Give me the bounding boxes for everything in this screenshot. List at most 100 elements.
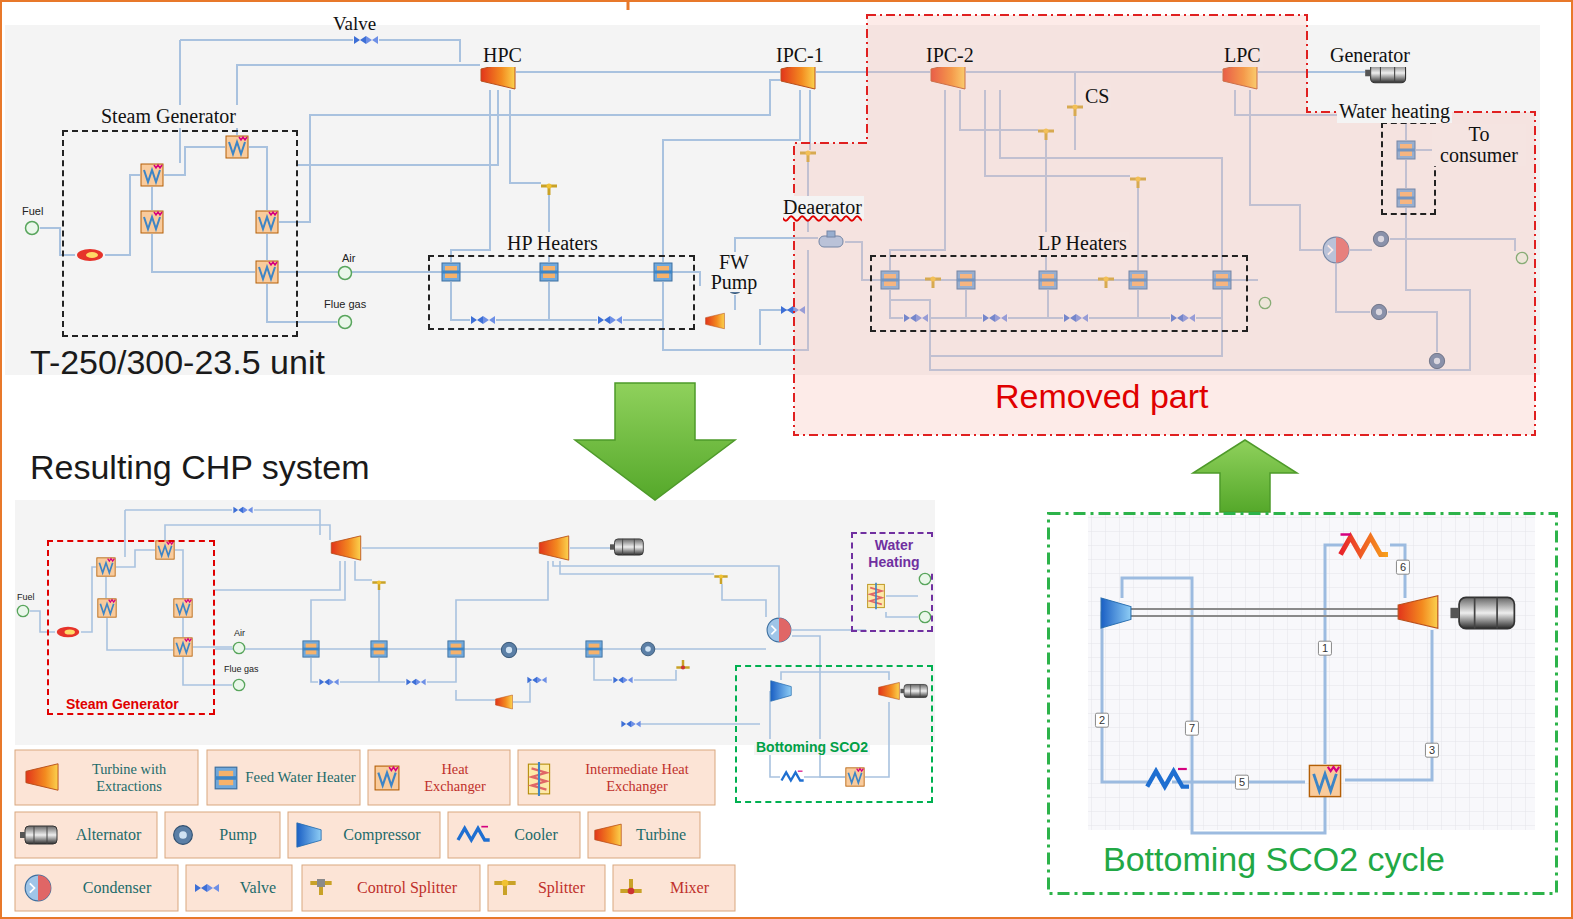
pipe [792, 596, 918, 630]
pipe [105, 175, 140, 255]
equipment-icon [613, 677, 632, 683]
equipment-icon [26, 222, 39, 235]
pipe [770, 691, 889, 777]
group-title: Steam Generator [99, 105, 238, 128]
legend-label: Condenser [58, 865, 176, 911]
pipe [362, 547, 610, 549]
equipment-icon [98, 599, 116, 617]
legend-label: Compressor [326, 812, 438, 858]
equipment-icon [339, 267, 352, 280]
equipment-icon [156, 541, 174, 559]
pipe [456, 561, 766, 640]
equipment-icon [919, 611, 930, 622]
equipment-icon [97, 558, 115, 576]
group-title: Water Heating [855, 537, 933, 571]
pipe [179, 40, 181, 163]
equipment-icon [706, 313, 725, 329]
legend-icon [375, 766, 399, 790]
legend-icon [528, 762, 549, 796]
pipe [279, 80, 780, 222]
equipment-icon [141, 211, 163, 233]
group-box: Bottoming SCO2 [735, 665, 933, 803]
equipment-icon [226, 136, 248, 158]
port-name: Air [340, 252, 357, 265]
legend-box [302, 865, 480, 911]
part-name: IPC-2 [924, 44, 976, 67]
equipment-icon [442, 263, 460, 281]
part-name: LPC [1222, 44, 1263, 67]
equipment-icon [654, 263, 672, 281]
part-name: To consumer [1432, 124, 1526, 166]
cycle-panel: Bottoming SCO2 cycle [1047, 512, 1558, 895]
legend-text: Condenser [83, 879, 151, 897]
legend-text: Compressor [343, 826, 420, 844]
equipment-icon [1341, 535, 1389, 555]
group-box: Steam Generator [47, 540, 215, 715]
plant-panel: Resulting CHP systemSteam GeneratorWater… [15, 500, 935, 745]
legend-box [488, 865, 605, 911]
pipe [125, 510, 320, 557]
legend-icon [458, 827, 490, 840]
equipment-icon [141, 164, 163, 186]
pipe [165, 525, 330, 540]
legend-box [15, 750, 735, 911]
flow-arrow [1193, 440, 1297, 512]
legend-label: Pump [198, 812, 278, 858]
shaft [1130, 609, 1400, 616]
part-name: Deaerator [781, 196, 864, 219]
pipe [215, 648, 766, 650]
port-name: Fuel [20, 205, 45, 218]
group-box: Water heating [1381, 122, 1436, 215]
flow-arrow [575, 383, 735, 500]
equipment-icon [256, 211, 278, 233]
pipe [663, 90, 800, 262]
equipment-icon [1450, 597, 1514, 628]
pipe [451, 250, 808, 350]
equipment-icon [174, 638, 192, 656]
legend-text: Intermediate Heat Exchanger [578, 761, 696, 793]
equipment-icon [1147, 769, 1189, 787]
legend-box [15, 750, 198, 805]
part-name: Valve [333, 13, 376, 35]
legend-box [368, 750, 510, 805]
legend-label: Heat Exchanger [410, 750, 500, 805]
pipe [30, 510, 918, 777]
pipe [164, 147, 225, 175]
equipment-icon [496, 695, 513, 709]
equipment-icon [879, 682, 900, 699]
part-name: FW Pump [701, 252, 767, 292]
equipment-icon [919, 573, 930, 584]
equipment-icon [339, 316, 352, 329]
equipment-icon [586, 641, 602, 657]
equipment-icon [174, 599, 192, 617]
pipe [266, 234, 268, 260]
equipment-icon [331, 536, 360, 560]
panel-heading: Bottoming SCO2 cycle [1103, 840, 1445, 879]
legend-icon [620, 879, 641, 894]
pipe [298, 90, 498, 165]
pipe [180, 40, 460, 62]
region-outline [794, 15, 1535, 435]
frame [627, 0, 630, 10]
pipe [152, 234, 255, 272]
equipment-icon [900, 684, 927, 697]
pipe [451, 90, 490, 262]
equipment-icon [541, 184, 557, 196]
region-heading: Removed part [995, 377, 1209, 416]
stream-number: 7 [1185, 721, 1199, 736]
group-title: HP Heaters [505, 232, 600, 255]
pipe [311, 561, 379, 640]
equipment-icon [621, 721, 640, 727]
legend-icon [20, 762, 642, 901]
equipment-icon [233, 679, 244, 690]
equipment-icon [233, 642, 244, 653]
stream-number: 1 [1318, 641, 1332, 656]
equipment-icon [598, 316, 622, 324]
legend-label: Cooler [494, 812, 578, 858]
sco2-pipe [1345, 630, 1432, 780]
equipment-icon [406, 679, 425, 685]
legend-label: Intermediate Heat Exchanger [578, 750, 696, 805]
equipment-icon [771, 681, 792, 702]
equipment-icon [610, 539, 643, 555]
legend-text: Alternator [76, 826, 142, 844]
